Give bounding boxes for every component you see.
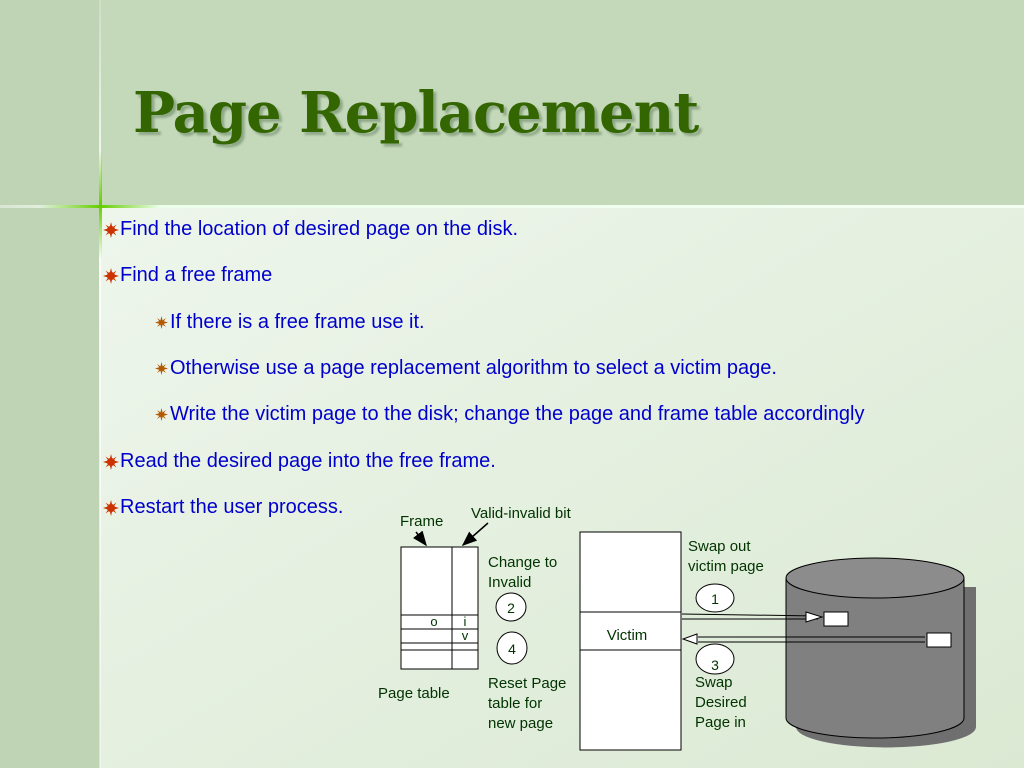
bullet-text: If there is a free frame use it.	[170, 311, 425, 333]
swap-in-label: Swap Desired Page in	[695, 673, 747, 733]
bullet-item: Read the desired page into the free fram…	[103, 450, 496, 473]
valid-invalid-bit-label: Valid-invalid bit	[471, 505, 571, 522]
change-to-invalid-label: Change to Invalid	[488, 553, 557, 593]
page-table-label: Page table	[378, 685, 450, 702]
bullet-text: Find a free frame	[120, 264, 273, 286]
bullet-text: Read the desired page into the free fram…	[120, 450, 496, 472]
bullet-text: Write the victim page to the disk; chang…	[170, 403, 865, 425]
swap-out-label: Swap out victim page	[688, 537, 764, 577]
decor-sparkle-vertical	[99, 150, 102, 260]
small-starburst-bullet-icon	[155, 362, 168, 375]
reset-page-table-label: Reset Page table for new page	[488, 674, 566, 734]
slide-title-band	[100, 0, 1024, 207]
bullet-text: Restart the user process.	[120, 496, 344, 518]
starburst-bullet-icon	[103, 499, 119, 516]
swap-in-line: Swap	[695, 674, 733, 691]
swap-out-line: victim page	[688, 558, 764, 575]
slide-title: Page Replacement	[133, 80, 699, 146]
small-starburst-bullet-icon	[155, 316, 168, 329]
sub-bullet-item: Otherwise use a page replacement algorit…	[155, 357, 777, 380]
decor-horizontal-line	[0, 205, 1024, 208]
change-to-invalid-line: Change to	[488, 554, 558, 571]
change-to-invalid-line: Invalid	[488, 574, 532, 591]
reset-page-table-line: table for	[488, 695, 543, 712]
sub-bullet-item: Write the victim page to the disk; chang…	[155, 403, 864, 426]
bullet-text: Otherwise use a page replacement algorit…	[170, 357, 777, 379]
sub-bullet-item: If there is a free frame use it.	[155, 311, 425, 334]
starburst-bullet-icon	[103, 453, 119, 470]
bullet-item: Restart the user process.	[103, 496, 343, 519]
reset-page-table-line: new page	[488, 715, 554, 732]
reset-page-table-line: Reset Page	[488, 675, 567, 692]
swap-in-line: Page in	[695, 714, 746, 731]
starburst-bullet-icon	[103, 267, 119, 284]
swap-in-line: Desired	[695, 694, 747, 711]
frame-label: Frame	[400, 513, 444, 530]
starburst-bullet-icon	[103, 221, 119, 238]
small-starburst-bullet-icon	[155, 408, 168, 421]
bullet-item: Find a free frame	[103, 264, 272, 287]
decor-vertical-line	[99, 0, 101, 768]
swap-out-line: Swap out	[688, 538, 751, 555]
bullet-item: Find the location of desired page on the…	[103, 218, 518, 241]
slide-left-band	[0, 0, 100, 768]
bullet-text: Find the location of desired page on the…	[120, 218, 519, 240]
